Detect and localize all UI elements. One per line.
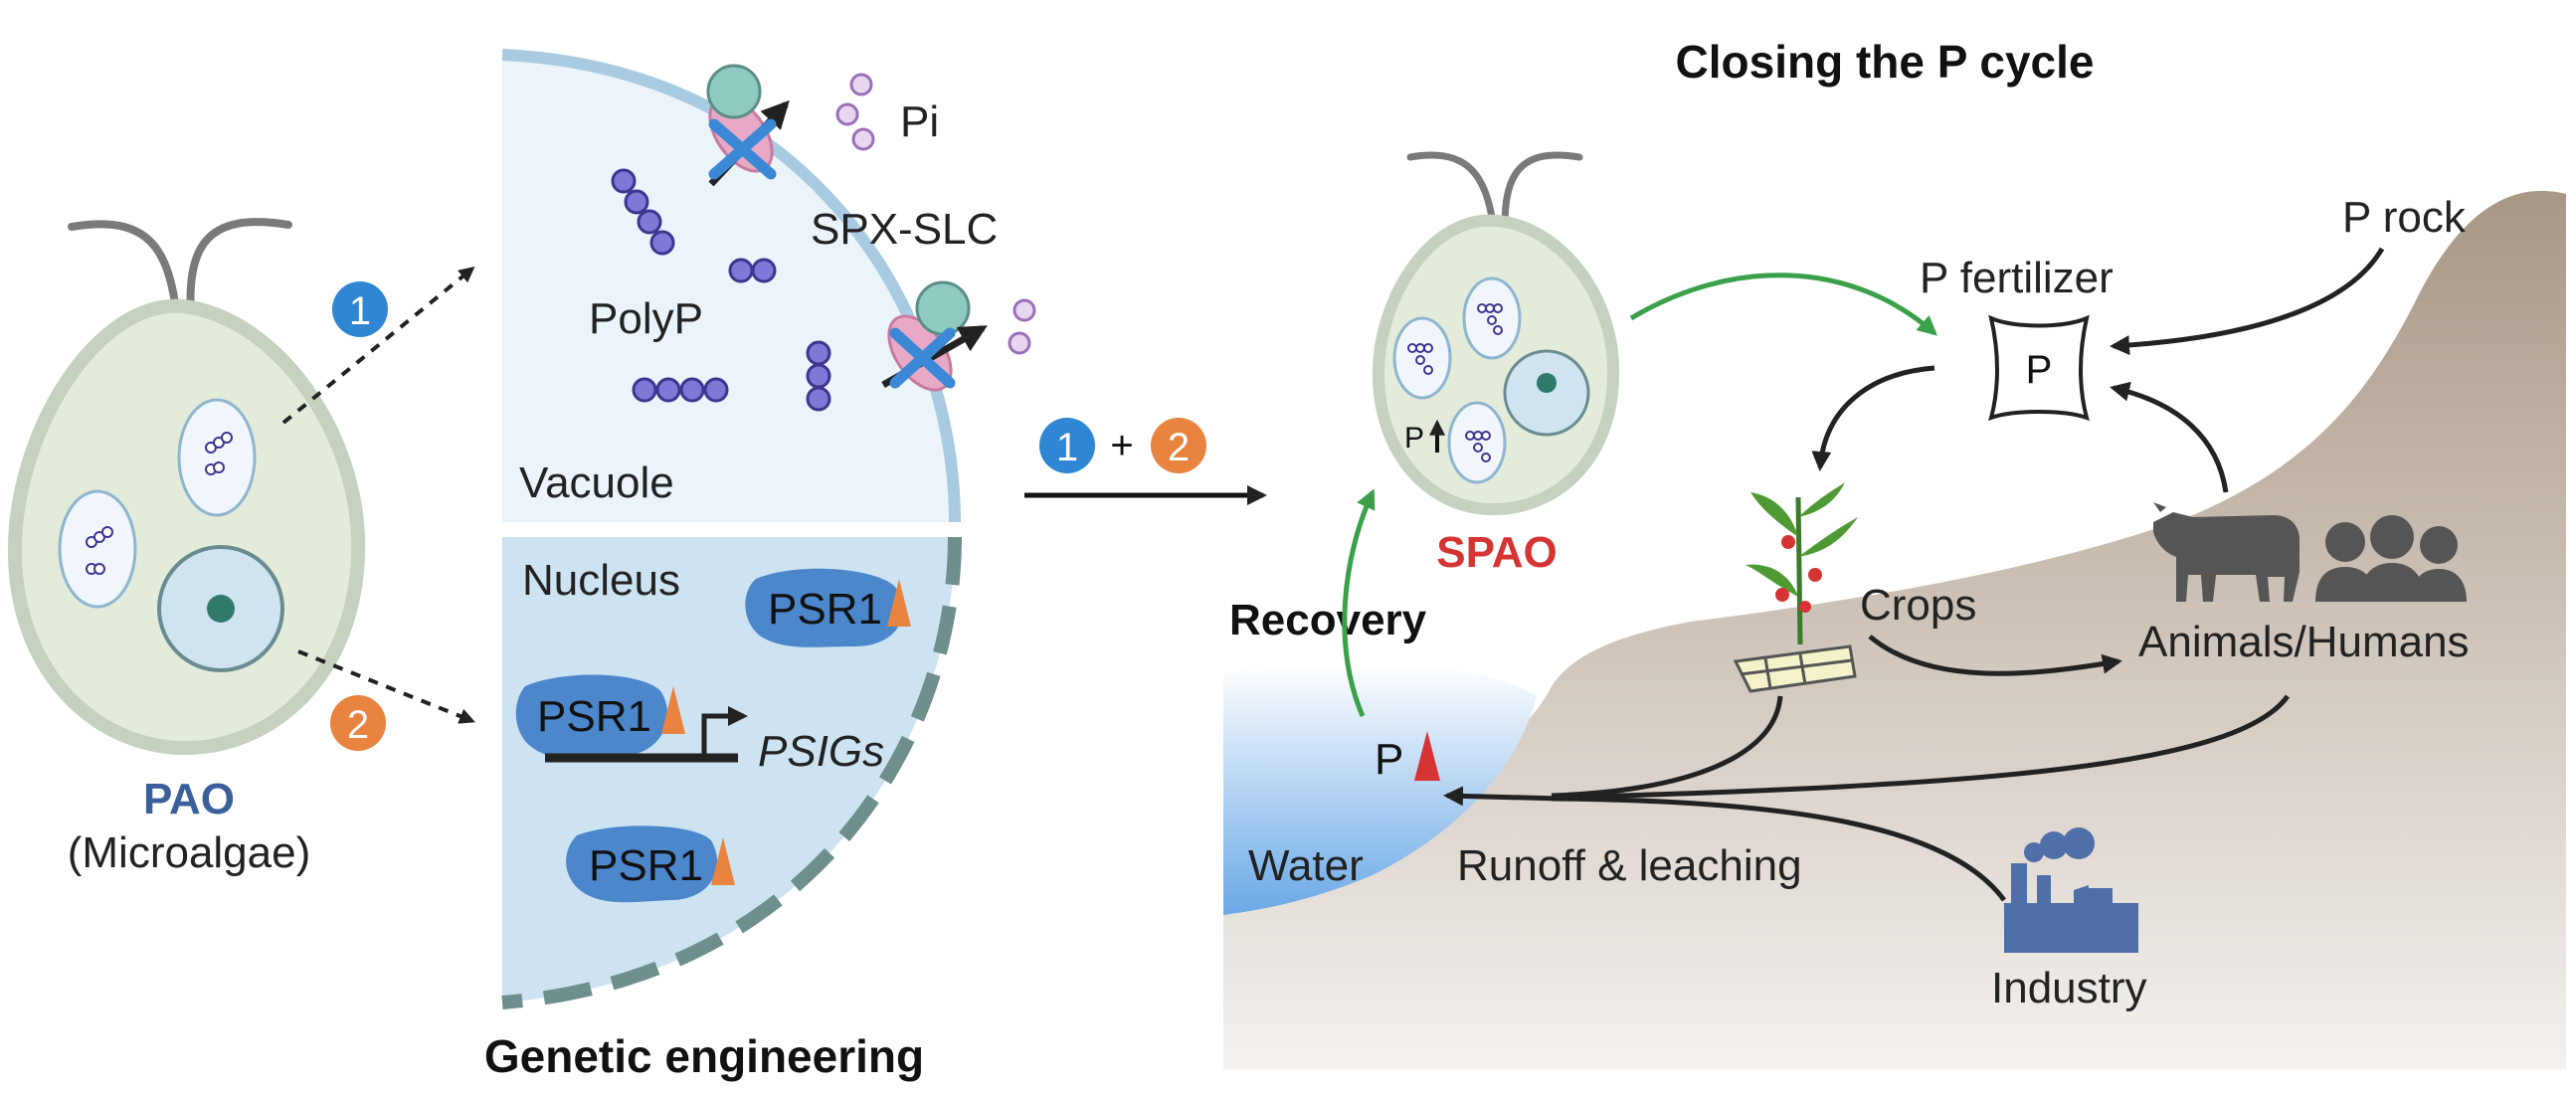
nucleus-label: Nucleus (522, 556, 680, 605)
svg-text:2: 2 (347, 703, 369, 747)
landscape (1223, 190, 2566, 1069)
phosphate-triangle (711, 837, 735, 885)
water-label: Water (1248, 841, 1364, 890)
factory-icon (2004, 827, 2138, 953)
dotted-arrow-1 (281, 266, 475, 425)
crop-plant-icon (1733, 482, 1858, 693)
svg-text:1: 1 (1056, 426, 1078, 469)
humans-icon (2315, 515, 2467, 602)
spao-label: SPAO (1436, 528, 1557, 577)
psr1-protein-top: PSR1 (745, 568, 911, 647)
flagellum-left (68, 220, 181, 322)
nucleolus (207, 595, 235, 623)
water-body (1223, 662, 1537, 915)
svg-text:PSR1: PSR1 (537, 692, 651, 741)
polyp-label: PolyP (589, 294, 703, 343)
step-2-badge-left: 2 (330, 695, 386, 751)
psr1-protein-middle: PSR1 (515, 674, 748, 763)
spx-slc-transporter-top (706, 64, 790, 187)
crops-runoff-arrow (1551, 695, 1783, 799)
step-1-badge-combo: 1 (1039, 418, 1095, 473)
pao-sub-label: (Microalgae) (68, 828, 311, 877)
polyp-chains (611, 168, 831, 412)
step-2-badge-combo: 2 (1151, 418, 1206, 473)
phosphate-triangle (887, 579, 911, 627)
vacuole-top (177, 398, 257, 517)
p-rock-label: P rock (2342, 193, 2467, 242)
runoff-main-arrow (1443, 786, 1563, 807)
psigs-label: PSIGs (758, 727, 884, 776)
pao-cell (7, 218, 366, 756)
cow-icon (2153, 502, 2300, 602)
promoter-arrow (701, 706, 748, 758)
psr1-protein-bottom: PSR1 (566, 825, 735, 903)
vacuole-left (58, 489, 137, 609)
p-water-label: P (1375, 735, 1403, 784)
step-1-badge-left: 1 (332, 281, 388, 337)
crops-to-animals-arrow (1868, 635, 2122, 676)
animals-to-fertilizer-arrow (2110, 381, 2229, 493)
vacuole-panel (501, 49, 961, 523)
animals-runoff-arrow (1551, 694, 2291, 801)
polyp-granules-left (86, 432, 233, 575)
pi-molecules (835, 73, 1036, 355)
recovery-arrow (1342, 488, 1376, 717)
industry-runoff-arrow (1551, 796, 2007, 902)
industry-label: Industry (1991, 964, 2147, 1012)
fertilizer-bag-icon: P (1988, 314, 2090, 422)
genetic-engineering-title: Genetic engineering (484, 1030, 924, 1082)
svg-text:PSR1: PSR1 (768, 585, 882, 634)
svg-text:2: 2 (1168, 426, 1190, 469)
spao-to-fertilizer-arrow (1629, 273, 1938, 336)
p-up-label: P (1404, 422, 1424, 455)
pao-label: PAO (143, 775, 235, 823)
runoff-label: Runoff & leaching (1457, 841, 1802, 890)
spx-slc-label: SPX-SLC (811, 205, 998, 254)
dotted-arrow-2 (297, 649, 475, 724)
fertilizer-to-crops-arrow (1811, 365, 1935, 471)
rock-to-fertilizer-arrow (2110, 247, 2385, 356)
spx-slc-transporter-bottom (881, 280, 988, 392)
p-fertilizer-label: P fertilizer (1920, 254, 2114, 302)
vacuole-label: Vacuole (519, 458, 674, 507)
spao-cell: P (1372, 151, 1620, 516)
crops-label: Crops (1860, 581, 1976, 630)
svg-text:PSR1: PSR1 (589, 841, 703, 890)
cycle-title: Closing the P cycle (1676, 36, 2095, 88)
recovery-label: Recovery (1229, 596, 1427, 644)
block-x-icon (708, 118, 777, 180)
pi-label: Pi (900, 97, 939, 146)
block-x-icon (889, 327, 956, 389)
animals-humans-label: Animals/Humans (2138, 618, 2470, 666)
p-increase-triangle (1414, 731, 1440, 781)
svg-text:P: P (2026, 348, 2053, 392)
plus-sign: + (1110, 424, 1133, 467)
phosphate-triangle (661, 686, 685, 734)
flagellum-right (186, 218, 292, 322)
svg-text:1: 1 (349, 289, 371, 333)
